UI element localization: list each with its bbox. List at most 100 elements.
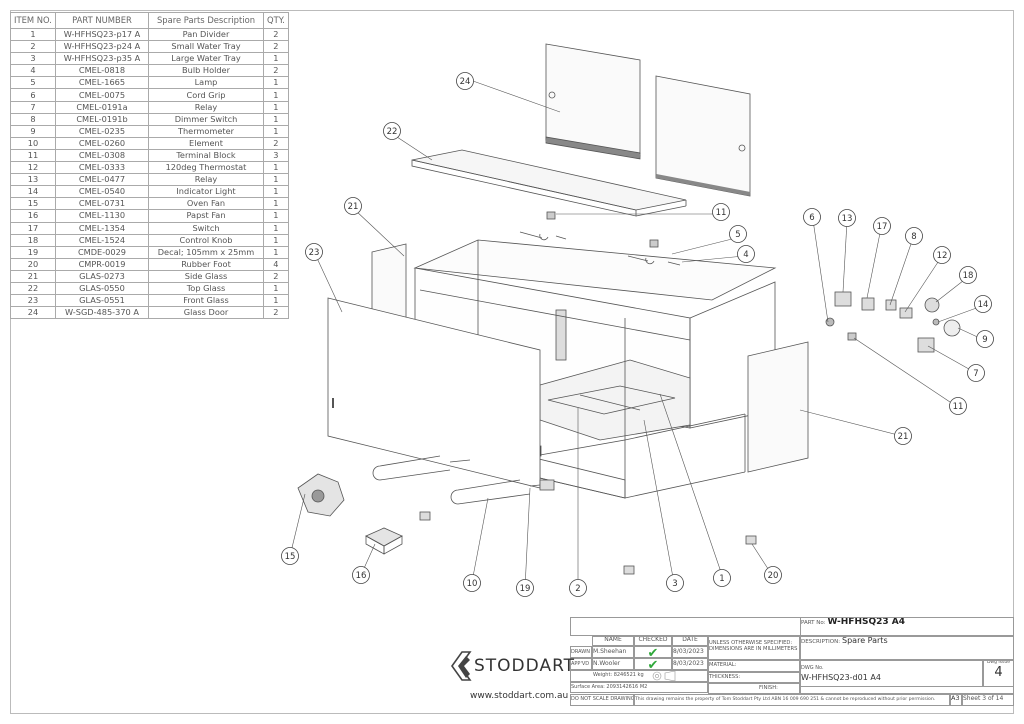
projection-symbol-icon [650, 670, 678, 682]
callout-circle [516, 579, 534, 597]
cabinet-base-right-2 [624, 471, 746, 499]
callout-circle [569, 579, 587, 597]
callout-number: 5 [735, 230, 740, 240]
callout-number: 15 [285, 552, 296, 562]
callout-circle [666, 574, 684, 592]
cabinet-inner-line-3 [419, 289, 691, 341]
lamp-part [627, 255, 681, 266]
terminal-block-part-3 [847, 332, 857, 341]
col-name: NAME [592, 636, 634, 646]
bom-item-no: 24 [10, 306, 56, 320]
callout-circle [383, 122, 401, 140]
callout-bubble: 4 [737, 245, 755, 263]
bom-qty: 2 [263, 306, 289, 320]
papst-fan-body-right [383, 535, 403, 555]
bulb-holder-part [519, 231, 567, 241]
drawn-date: 8/03/2023 [672, 646, 708, 658]
callout-number: 6 [809, 213, 814, 223]
control-knob-part [924, 297, 940, 313]
callout-bubble: 21 [894, 427, 912, 445]
callout-circle [281, 547, 299, 565]
relay-part-2 [917, 337, 935, 353]
element-upper [372, 455, 471, 481]
thermostat-part [899, 307, 913, 319]
callout-number: 17 [877, 222, 888, 232]
dimensions-note: DIMENSIONS ARE IN MILLIMETERS [709, 645, 798, 652]
decal-part [539, 479, 555, 491]
callout-circle [737, 245, 755, 263]
callout-circle [456, 72, 474, 90]
brand-website: www.stoddart.com.au [470, 691, 569, 701]
callout-circle [463, 574, 481, 592]
dwg-no-cell: DWG No. W-HFHSQ23-d01 A4 [800, 660, 983, 687]
relay-part [834, 291, 852, 307]
side-glass-right [747, 341, 809, 473]
callout-number: 16 [356, 571, 367, 581]
callout-bubble: 23 [305, 243, 323, 261]
appvd-date: 8/03/2023 [672, 658, 708, 670]
bom-description: Glass Door [148, 306, 264, 320]
callout-number: 7 [973, 369, 978, 379]
callout-bubble: 6 [803, 208, 821, 226]
callout-circle [305, 243, 323, 261]
callout-number: 21 [898, 432, 909, 442]
part-no: W-HFHSQ23 A4 [827, 617, 906, 627]
callout-number: 18 [963, 271, 974, 281]
callout-number: 23 [309, 248, 320, 258]
unless-specified: UNLESS OTHERWISE SPECIFIED: [709, 640, 793, 646]
callout-number: 12 [937, 251, 948, 261]
callout-number: 11 [716, 208, 727, 218]
callout-circle [949, 397, 967, 415]
dwg-issue: 4 [994, 664, 1003, 680]
bill-of-materials-table: ITEM NO. PART NUMBER Spare Parts Descrip… [10, 12, 289, 320]
callout-bubble: 24 [456, 72, 474, 90]
top-glass [411, 149, 687, 211]
description: Spare Parts [842, 636, 888, 645]
callout-circle [905, 227, 923, 245]
sheet-size: A3 [950, 694, 962, 706]
thickness-label: THICKNESS: [708, 672, 800, 683]
appvd-label: APP'VD [570, 658, 592, 670]
glass-door-right [655, 75, 751, 197]
pan-divider [579, 394, 641, 411]
stoddart-s-logo-icon [451, 651, 472, 681]
callout-circle [803, 208, 821, 226]
bom-header-row: ITEM NO. PART NUMBER Spare Parts Descrip… [10, 12, 289, 29]
callout-number: 4 [743, 250, 748, 260]
bom-qty: 1 [263, 209, 289, 223]
callout-number: 2 [575, 584, 580, 594]
callout-number: 19 [520, 584, 531, 594]
dwg-issue-label: Dwg Issue [986, 660, 1011, 665]
callout-bubble: 3 [666, 574, 684, 592]
title-block: PART No: W-HFHSQ23 A4 DESCRIPTION: Spare… [570, 617, 1014, 714]
callout-bubble: 5 [729, 225, 747, 243]
top-glass-edge-right [635, 205, 687, 217]
papst-fan-part [365, 527, 403, 547]
callout-bubble: 13 [838, 209, 856, 227]
callout-bubble: 17 [873, 217, 891, 235]
callout-circle [712, 203, 730, 221]
bom-qty: 2 [263, 136, 289, 150]
copyright-note: This drawing remains the property of Tom… [634, 694, 950, 706]
callout-bubble: 12 [933, 246, 951, 264]
cabinet-base-right [624, 413, 746, 441]
col-date: DATE [672, 636, 708, 646]
part-no-cell: PART No: W-HFHSQ23 A4 [800, 617, 1014, 636]
thermometer-part [943, 319, 961, 337]
callout-bubble: 11 [712, 203, 730, 221]
cord-grip-part [825, 317, 835, 327]
terminal-block-part [546, 211, 556, 220]
title-block-blank-mid [800, 687, 1014, 694]
appvd-checked: ✔ [634, 658, 672, 670]
description-label: DESCRIPTION: [801, 639, 841, 645]
